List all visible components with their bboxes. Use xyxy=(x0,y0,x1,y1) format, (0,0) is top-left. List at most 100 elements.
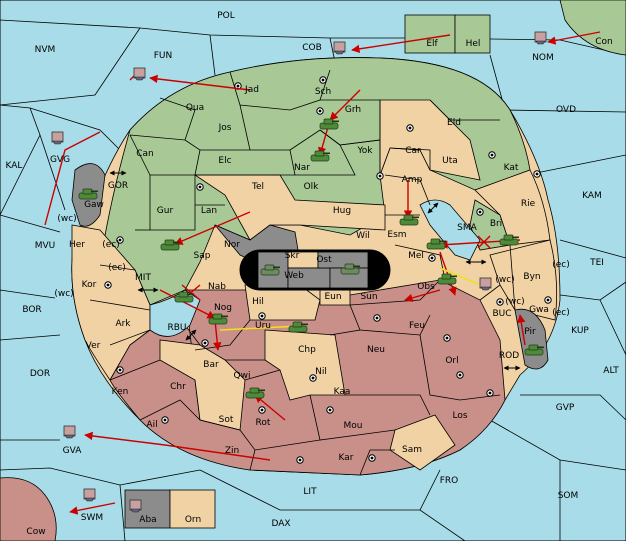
land-label-jad[interactable]: Jad xyxy=(244,85,259,95)
land-label-hil[interactable]: Hil xyxy=(252,297,264,307)
sea-label-kal[interactable]: KAL xyxy=(6,161,23,171)
land-label-gaw[interactable]: Gaw xyxy=(84,200,104,210)
land-label-cow[interactable]: Cow xyxy=(26,527,45,537)
land-label-hug[interactable]: Hug xyxy=(333,206,351,216)
land-label-uta[interactable]: Uta xyxy=(442,156,458,166)
fleet-icon[interactable] xyxy=(51,131,64,145)
fleet-icon[interactable] xyxy=(479,277,492,291)
land-label-nab[interactable]: Nab xyxy=(208,282,226,292)
sea-label-gva[interactable]: GVA xyxy=(63,446,83,456)
land-label-kor[interactable]: Kor xyxy=(82,280,97,290)
land-label-olk[interactable]: Olk xyxy=(304,182,320,192)
army-icon[interactable] xyxy=(310,150,330,162)
army-icon[interactable] xyxy=(426,238,446,250)
army-icon[interactable] xyxy=(160,239,180,251)
land-label-pir[interactable]: Pir xyxy=(524,327,536,337)
land-label-eld[interactable]: Eld xyxy=(447,118,461,128)
land-label-gur[interactable]: Gur xyxy=(157,206,174,216)
sea-label-nom[interactable]: NOM xyxy=(532,53,554,63)
land-label-elf[interactable]: Elf xyxy=(426,39,438,49)
land-label-web[interactable]: Web xyxy=(284,271,304,281)
sea-label-dor[interactable]: DOR xyxy=(30,369,50,379)
sea-label-buc[interactable]: BUC xyxy=(492,309,511,319)
land-label-byn[interactable]: Byn xyxy=(523,272,540,282)
land-label-eun[interactable]: Eun xyxy=(324,292,341,302)
land-label-sap[interactable]: Sap xyxy=(194,251,211,261)
land-label-jos[interactable]: Jos xyxy=(218,123,232,133)
land-label-obs[interactable]: Obs xyxy=(417,282,435,292)
land-label-nor[interactable]: Nor xyxy=(224,240,240,250)
land-label-ail[interactable]: Ail xyxy=(146,420,157,430)
sea-label-rbu[interactable]: RBU xyxy=(167,323,186,333)
land-label-bar[interactable]: Bar xyxy=(203,360,219,370)
land-label-lan[interactable]: Lan xyxy=(201,206,217,216)
land-label-ver[interactable]: Ver xyxy=(86,341,101,351)
sea-label-alt[interactable]: ALT xyxy=(603,366,619,376)
land-label-can[interactable]: Can xyxy=(136,149,154,159)
land-label-kaa[interactable]: Kaa xyxy=(334,387,351,397)
land-label-rie[interactable]: Rie xyxy=(521,199,536,209)
fleet-icon[interactable] xyxy=(333,41,346,55)
army-icon[interactable] xyxy=(260,264,280,276)
land-label-hel[interactable]: Hel xyxy=(466,39,481,49)
sea-label-kam[interactable]: KAM xyxy=(582,191,602,201)
land-label-sch[interactable]: Sch xyxy=(315,87,331,97)
land-label-rot[interactable]: Rot xyxy=(256,418,271,428)
sea-label-fun[interactable]: FUN xyxy=(154,51,173,61)
sea-label-dax[interactable]: DAX xyxy=(271,519,290,529)
land-label-orn[interactable]: Orn xyxy=(185,515,201,525)
land-label-los[interactable]: Los xyxy=(452,411,467,421)
sea-label-gvg[interactable]: GVG xyxy=(50,155,70,165)
land-label-sun[interactable]: Sun xyxy=(360,292,377,302)
sea-label-tei[interactable]: TEI xyxy=(589,258,604,268)
sea-label-pol[interactable]: POL xyxy=(217,11,235,21)
land-label-con[interactable]: Con xyxy=(595,37,613,47)
sea-label-gor[interactable]: GOR xyxy=(108,181,128,191)
fleet-icon[interactable] xyxy=(534,31,547,45)
land-label-amp[interactable]: Amp xyxy=(402,175,423,185)
sea-label-rod[interactable]: ROD xyxy=(499,351,519,361)
land-label-nar[interactable]: Nar xyxy=(294,163,310,173)
land-label-elc[interactable]: Elc xyxy=(218,156,231,166)
land-label-sot[interactable]: Sot xyxy=(219,415,234,425)
sea-label-nvm[interactable]: NVM xyxy=(35,45,56,55)
land-label-nog[interactable]: Nog xyxy=(214,303,232,313)
army-icon[interactable] xyxy=(340,263,360,275)
sea-label-fro[interactable]: FRO xyxy=(440,476,459,486)
land-label-chr[interactable]: Chr xyxy=(170,382,186,392)
land-label-tel[interactable]: Tel xyxy=(251,182,264,192)
land-label-skr[interactable]: Skr xyxy=(285,251,300,261)
land-label-sam[interactable]: Sam xyxy=(402,445,422,455)
sea-label-mit[interactable]: MIT xyxy=(135,273,151,283)
sea-label-kup[interactable]: KUP xyxy=(571,326,589,336)
sea-label-cob[interactable]: COB xyxy=(302,43,322,53)
sea-label-lit[interactable]: LIT xyxy=(303,487,317,497)
land-label-gwa[interactable]: Gwa xyxy=(529,305,549,315)
army-icon[interactable] xyxy=(245,387,265,399)
fleet-icon[interactable] xyxy=(133,67,146,81)
land-label-qwi[interactable]: Qwi xyxy=(234,371,251,381)
army-icon[interactable] xyxy=(319,118,339,130)
sea-label-sma[interactable]: SMA xyxy=(457,223,477,233)
land-label-kar[interactable]: Kar xyxy=(339,453,354,463)
army-icon[interactable] xyxy=(437,273,457,285)
army-icon[interactable] xyxy=(78,188,98,200)
sea-label-mvu[interactable]: MVU xyxy=(35,241,56,251)
sea-label-bor[interactable]: BOR xyxy=(22,305,41,315)
land-label-mel[interactable]: Mel xyxy=(408,251,424,261)
land-label-car[interactable]: Car xyxy=(405,146,421,156)
land-label-zin[interactable]: Zin xyxy=(225,446,239,456)
fleet-icon[interactable] xyxy=(83,488,96,502)
army-icon[interactable] xyxy=(524,344,544,356)
army-icon[interactable] xyxy=(399,214,419,226)
land-label-chp[interactable]: Chp xyxy=(298,345,316,355)
land-label-uru[interactable]: Uru xyxy=(255,321,271,331)
land-label-neu[interactable]: Neu xyxy=(367,345,385,355)
land-label-feu[interactable]: Feu xyxy=(409,321,425,331)
land-label-wil[interactable]: Wil xyxy=(356,231,370,241)
sea-label-ovd[interactable]: OVD xyxy=(556,105,576,115)
sea-label-gvp[interactable]: GVP xyxy=(556,403,575,413)
land-label-yok[interactable]: Yok xyxy=(356,146,373,156)
army-icon[interactable] xyxy=(208,313,228,325)
sea-label-swm[interactable]: SWM xyxy=(81,513,103,523)
